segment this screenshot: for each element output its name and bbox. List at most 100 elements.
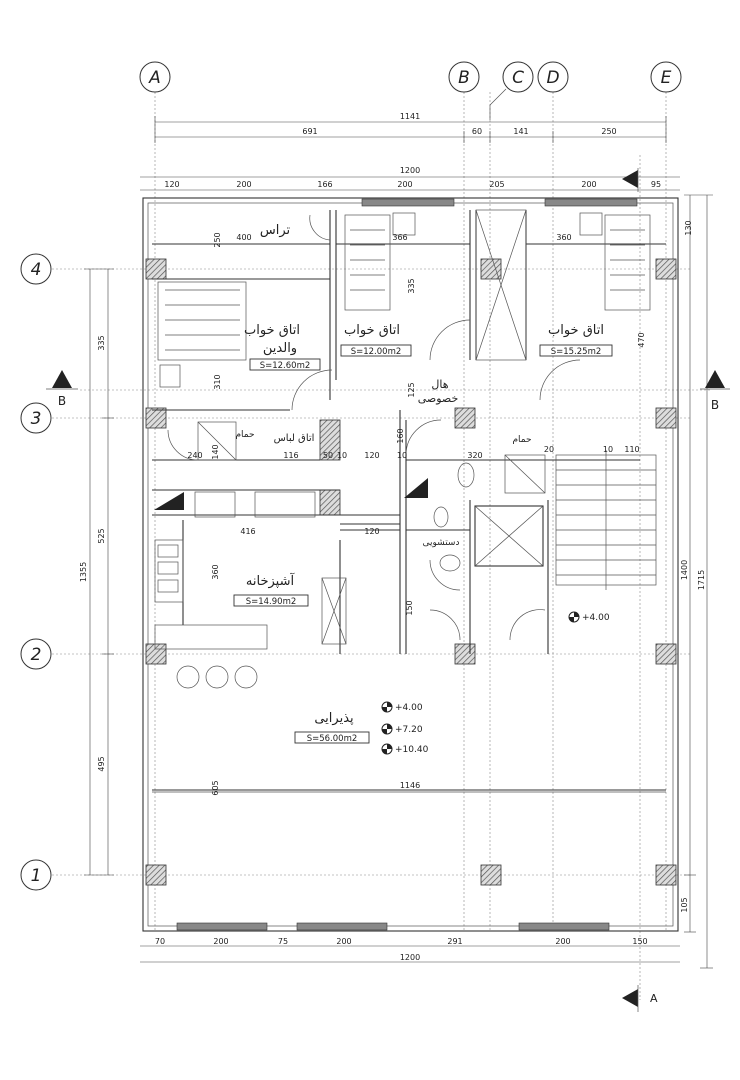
dim-opening-7: 95 <box>651 180 661 189</box>
level-text-2: +7.20 <box>395 725 423 735</box>
shower-2 <box>504 454 546 494</box>
dim-opening-3: 166 <box>317 180 332 189</box>
dim-bottom-7: 150 <box>632 937 647 946</box>
dim-116: 116 <box>283 451 298 460</box>
dim-right-total: 1715 <box>697 570 706 590</box>
room-bath-2: حمام <box>512 435 531 445</box>
toilet-1 <box>457 462 475 488</box>
grid-label-3: 3 <box>31 409 42 429</box>
dim-opening-5: 205 <box>489 180 504 189</box>
area-box-reception <box>294 731 370 744</box>
dim-bottom-3: 75 <box>278 937 288 946</box>
dim-terrace-width: 400 <box>236 233 251 242</box>
bottom-dimension-lines <box>140 945 680 963</box>
grid-bubble-3: 3 <box>20 402 52 434</box>
room-reception: پذیرایی <box>314 711 354 726</box>
room-bedroom-3: اتاق خواب <box>548 323 604 338</box>
triangle-markers <box>154 478 428 510</box>
door-swings <box>167 214 581 641</box>
dim-10-a: 10 <box>337 451 347 460</box>
dim-top-seg-3: 141 <box>513 127 528 136</box>
dim-470: 470 <box>637 332 646 347</box>
room-terrace: تراس <box>260 223 291 238</box>
area-bedroom-2: S=12.00m2 <box>351 347 402 357</box>
dim-20-a: 20 <box>544 445 554 454</box>
grid-label-C: C <box>512 68 524 88</box>
dim-right-seg-2: 105 <box>680 897 689 912</box>
toilet-2 <box>433 506 449 528</box>
outer-walls <box>142 197 679 932</box>
area-bedroom-3: S=15.25m2 <box>551 347 602 357</box>
shaft-void <box>475 209 527 361</box>
elevator-shaft <box>474 505 544 567</box>
room-private-hall-line2: خصوصی <box>418 392 459 405</box>
dim-240: 240 <box>187 451 202 460</box>
dim-310: 310 <box>213 374 222 389</box>
level-marker-3: +10.40 <box>381 743 429 755</box>
dim-opening-4: 200 <box>397 180 412 189</box>
grid-bubble-E: E <box>650 61 682 93</box>
room-bath-1: حمام <box>235 430 254 440</box>
area-parents-bedroom: S=12.60m2 <box>260 361 311 371</box>
dim-120-b: 120 <box>364 527 379 536</box>
dim-360: 360 <box>211 564 220 579</box>
dim-10-b: 10 <box>397 451 407 460</box>
dim-320: 320 <box>467 451 482 460</box>
grid-bubble-D: D <box>537 61 569 93</box>
shower-1 <box>197 421 237 461</box>
room-private-hall-line1: هال <box>431 378 448 391</box>
dim-416: 416 <box>240 527 255 536</box>
room-dressing: اتاق لباس <box>274 433 315 444</box>
dim-120-a: 120 <box>364 451 379 460</box>
grid-bubble-A: A <box>139 61 171 93</box>
area-reception: S=56.00m2 <box>307 734 358 744</box>
grid-axis-lines <box>52 92 710 1000</box>
left-dimension-lines <box>84 268 114 876</box>
dim-130: 130 <box>684 220 693 235</box>
grid-label-D: D <box>546 68 559 88</box>
dim-left-seg-3: 495 <box>97 756 106 771</box>
dim-top-seg-2: 60 <box>472 127 482 136</box>
dim-bottom-5: 291 <box>447 937 462 946</box>
dim-opening-6: 200 <box>581 180 596 189</box>
room-bedroom-2: اتاق خواب <box>344 323 400 338</box>
dim-top-seg-1: 691 <box>302 127 317 136</box>
section-marker-right-icon: B <box>700 370 730 412</box>
section-marker-top-icon <box>622 168 639 192</box>
grid-label-4: 4 <box>31 260 42 280</box>
dim-top-total: 1141 <box>400 112 420 121</box>
dim-110: 110 <box>624 445 639 454</box>
dim-right-seg-1: 1400 <box>680 560 689 580</box>
room-washbasin: دستشویی <box>423 538 460 548</box>
dim-bottom-6: 200 <box>555 937 570 946</box>
wardrobe-2 <box>579 212 651 311</box>
dim-left-seg-1: 335 <box>97 335 106 350</box>
structural-columns <box>145 258 677 886</box>
dim-bed3-width: 360 <box>556 233 571 242</box>
section-marker-left-icon: B <box>46 370 78 408</box>
top-dimension-lines <box>140 116 680 191</box>
grid-label-E: E <box>661 68 672 88</box>
area-box-bedroom-3 <box>539 344 613 357</box>
dim-opening-1: 120 <box>164 180 179 189</box>
area-box-kitchen <box>233 594 309 607</box>
dim-335: 335 <box>407 278 416 293</box>
level-marker-1: +4.00 <box>381 701 423 713</box>
dim-50: 50 <box>323 451 333 460</box>
dim-150: 150 <box>405 600 414 615</box>
wardrobe-1 <box>344 212 416 311</box>
room-parents-bedroom-line1: اتاق خواب <box>244 323 300 338</box>
dim-bottom-2: 200 <box>213 937 228 946</box>
dim-overall-width-top: 1200 <box>400 166 420 175</box>
grid-label-A: A <box>148 68 161 88</box>
dim-bottom-4: 200 <box>336 937 351 946</box>
dim-bottom-1: 70 <box>155 937 165 946</box>
level-marker-stair: +4.00 <box>568 611 610 623</box>
grid-bubble-2: 2 <box>20 638 52 670</box>
dim-top-seg-4: 250 <box>601 127 616 136</box>
dim-bed2-width: 366 <box>392 233 407 242</box>
section-marker-bottom-icon: A <box>622 985 658 1012</box>
kitchen-closet <box>321 577 347 645</box>
area-kitchen: S=14.90m2 <box>246 597 297 607</box>
